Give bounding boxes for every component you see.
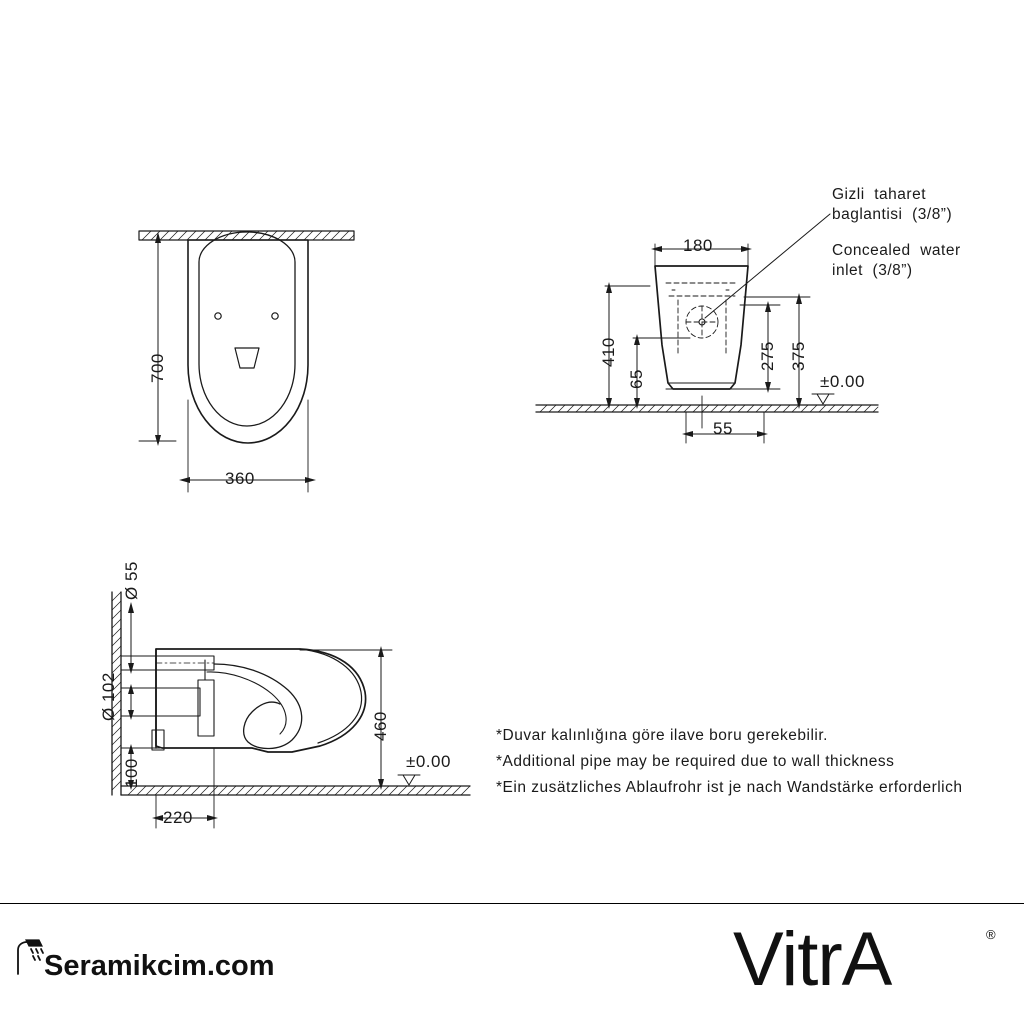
dim-front-180: 180 — [683, 236, 713, 255]
note-tr: *Duvar kalınlığına göre ilave boru gerek… — [496, 727, 828, 744]
watermark-seramikcim: Seramikcim.com — [44, 950, 275, 982]
note-en: *Additional pipe may be required due to … — [496, 753, 895, 770]
dim-top-360: 360 — [225, 469, 255, 488]
dim-side-220: 220 — [163, 808, 193, 827]
dim-side-level: ±0.00 — [406, 752, 451, 771]
dim-side-460: 460 — [371, 711, 390, 741]
dim-top-700: 700 — [148, 353, 167, 383]
registered-trademark-icon: ® — [986, 927, 996, 942]
dim-side-d102: Ø 102 — [99, 672, 118, 721]
front-view-group — [535, 213, 879, 444]
note-de: *Ein zusätzliches Ablaufrohr ist je nach… — [496, 779, 963, 796]
dim-front-level: ±0.00 — [820, 372, 865, 391]
dim-side-100: 100 — [122, 758, 141, 788]
callout-en-line1: Concealed water — [832, 242, 961, 259]
dim-side-d55: Ø 55 — [122, 561, 141, 600]
callout-tr-line2: baglantisi (3/8”) — [832, 206, 953, 223]
dim-front-275: 275 — [758, 341, 777, 371]
callout-tr-line1: Gizli taharet — [832, 186, 927, 203]
shower-head-icon — [17, 939, 44, 975]
brand-vitra-logo: VitrA — [733, 917, 892, 1002]
dim-front-65: 65 — [627, 369, 646, 389]
footer-divider — [0, 903, 1024, 904]
dim-front-55: 55 — [713, 419, 733, 438]
top-view-group — [138, 230, 355, 493]
dim-front-375: 375 — [789, 341, 808, 371]
dim-front-410: 410 — [599, 337, 618, 367]
side-view-group — [111, 591, 471, 829]
callout-en-line2: inlet (3/8”) — [832, 262, 913, 279]
